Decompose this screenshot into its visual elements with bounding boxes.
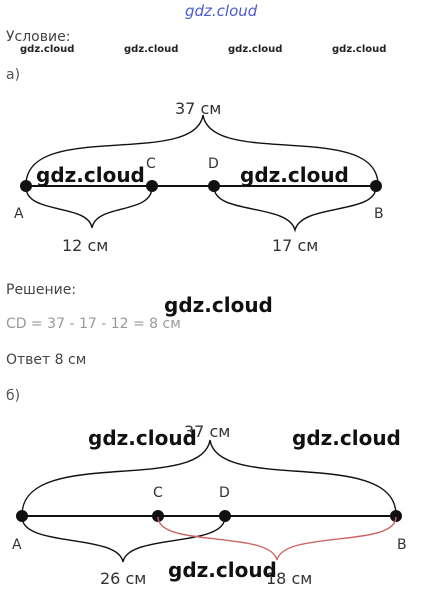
watermark: gdz.cloud xyxy=(36,163,145,187)
watermark: gdz.cloud xyxy=(124,44,179,55)
label-a-a: A xyxy=(14,206,24,222)
label-total-b: 37 см xyxy=(184,422,230,441)
point-c xyxy=(152,510,164,522)
label-d-a: D xyxy=(208,156,219,172)
watermark: gdz.cloud xyxy=(164,293,273,317)
watermark: gdz.cloud xyxy=(228,44,283,55)
point-a xyxy=(20,180,32,192)
watermark: gdz.cloud xyxy=(292,426,401,450)
label-b-b: B xyxy=(397,537,407,553)
label-c-a: C xyxy=(146,156,156,172)
label-right-segment-b: 18 см xyxy=(266,569,312,588)
label-right-segment-a: 17 см xyxy=(272,236,318,255)
point-c xyxy=(146,180,158,192)
point-b xyxy=(370,180,382,192)
label-a-b: A xyxy=(12,537,22,553)
label-b-a: B xyxy=(374,206,384,222)
point-b xyxy=(390,510,402,522)
part-b-label: б) xyxy=(6,388,21,404)
right-brace-b xyxy=(157,516,397,561)
watermark: gdz.cloud xyxy=(20,44,75,55)
watermark: gdz.cloud xyxy=(168,558,277,582)
diagram-a: 37 см A C D B 12 см 17 см gdz.cloud gdz.… xyxy=(14,99,384,255)
solution-label: Решение: xyxy=(6,282,77,298)
left-brace-b xyxy=(21,516,226,563)
left-brace-a xyxy=(25,186,153,229)
top-brace-a xyxy=(25,114,379,186)
label-c-b: C xyxy=(153,485,163,501)
top-brace-b xyxy=(21,439,397,516)
part-a-label: а) xyxy=(6,67,21,83)
point-d xyxy=(208,180,220,192)
label-total-a: 37 см xyxy=(175,99,221,118)
condition-label: Условие: xyxy=(6,29,71,45)
label-left-segment-a: 12 см xyxy=(62,236,108,255)
solution-equation: CD = 37 - 17 - 12 = 8 см xyxy=(6,316,181,332)
watermark: gdz.cloud xyxy=(88,426,197,450)
label-d-b: D xyxy=(219,485,230,501)
site-title: gdz.cloud xyxy=(185,2,258,20)
solution-answer: Ответ 8 см xyxy=(6,352,87,368)
right-brace-a xyxy=(213,186,377,233)
point-d xyxy=(219,510,231,522)
point-a xyxy=(16,510,28,522)
diagram-b: 37 см A C D B 26 см 18 см gdz.cloud gdz.… xyxy=(12,422,407,588)
label-left-segment-b: 26 см xyxy=(100,569,146,588)
watermark: gdz.cloud xyxy=(240,163,349,187)
watermark: gdz.cloud xyxy=(332,44,387,55)
